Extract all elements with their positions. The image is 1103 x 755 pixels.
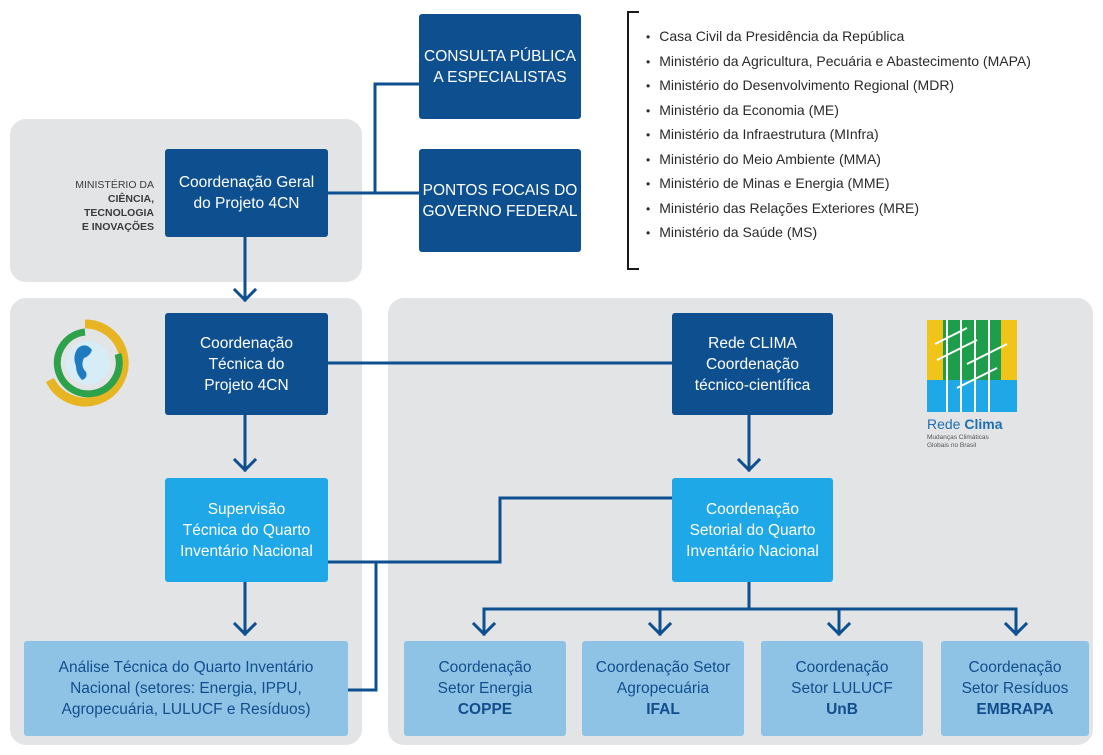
pontos-focais-box: PONTOS FOCAIS DO GOVERNO FEDERAL xyxy=(419,149,581,252)
list-item: Ministério da Infraestrutura (MInfra) xyxy=(646,122,1031,147)
list-item: Ministério do Meio Ambiente (MMA) xyxy=(646,147,1031,172)
rede-clima-logo-icon xyxy=(927,320,1017,412)
sector-box-agropecuaria: Coordenação Setor Agropecuária IFAL xyxy=(582,641,744,736)
list-item: Ministério do Desenvolvimento Regional (… xyxy=(646,73,1031,98)
sector-box-residuos: Coordenação Setor Resíduos EMBRAPA xyxy=(941,641,1089,736)
rede-clima-word-2: Clima xyxy=(964,416,1003,432)
mcti-label: MINISTÉRIO DA CIÊNCIA, TECNOLOGIA E INOV… xyxy=(38,178,154,234)
analise-tecnica-box: Análise Técnica do Quarto Inventário Nac… xyxy=(24,641,348,736)
coordenacao-setorial-box: Coordenação Setorial do Quarto Inventári… xyxy=(672,478,833,582)
consulta-publica-box: CONSULTA PÚBLICA A ESPECIALISTAS xyxy=(419,14,581,119)
sector-org: EMBRAPA xyxy=(976,701,1054,718)
list-item: Ministério da Saúde (MS) xyxy=(646,220,1031,245)
sector-org: IFAL xyxy=(646,701,680,718)
sector-label: Coordenação Setor LULUCF xyxy=(791,659,893,697)
coordenacao-tecnica-box: Coordenação Técnica do Projeto 4CN xyxy=(165,313,328,415)
sector-label: Coordenação Setor Energia xyxy=(437,659,533,697)
sector-box-lulucf: Coordenação Setor LULUCF UnB xyxy=(761,641,923,736)
mcti-line-1: MINISTÉRIO DA xyxy=(75,179,154,191)
list-item: Ministério da Agricultura, Pecuária e Ab… xyxy=(646,49,1031,74)
sector-label: Coordenação Setor Agropecuária xyxy=(595,659,731,697)
supervisao-tecnica-box: Supervisão Técnica do Quarto Inventário … xyxy=(165,478,328,582)
rede-clima-tagline: Mudanças Climáticas Globais no Brasil xyxy=(927,434,989,449)
list-item: Ministério de Minas e Energia (MME) xyxy=(646,171,1031,196)
rede-clima-wordmark: Rede Clima xyxy=(927,416,1002,432)
list-item: Ministério das Relações Exteriores (MRE) xyxy=(646,196,1031,221)
4cn-logo xyxy=(45,319,129,407)
mcti-line-3: E INOVAÇÕES xyxy=(81,221,154,233)
mcti-line-2: CIÊNCIA, TECNOLOGIA xyxy=(84,193,154,219)
rede-clima-box: Rede CLIMA Coordenação técnico-científic… xyxy=(672,313,833,415)
list-item: Casa Civil da Presidência da República xyxy=(646,24,1031,49)
sector-label: Coordenação Setor Resíduos xyxy=(961,659,1069,697)
sector-org: UnB xyxy=(826,701,858,718)
rede-clima-word-1: Rede xyxy=(927,416,961,432)
coordenacao-geral-box: Coordenação Geral do Projeto 4CN xyxy=(165,149,328,237)
sector-org: COPPE xyxy=(457,701,513,718)
sector-box-energia: Coordenação Setor Energia COPPE xyxy=(404,641,566,736)
ministries-list: Casa Civil da Presidência da República M… xyxy=(646,24,1031,245)
list-item: Ministério da Economia (ME) xyxy=(646,98,1031,123)
